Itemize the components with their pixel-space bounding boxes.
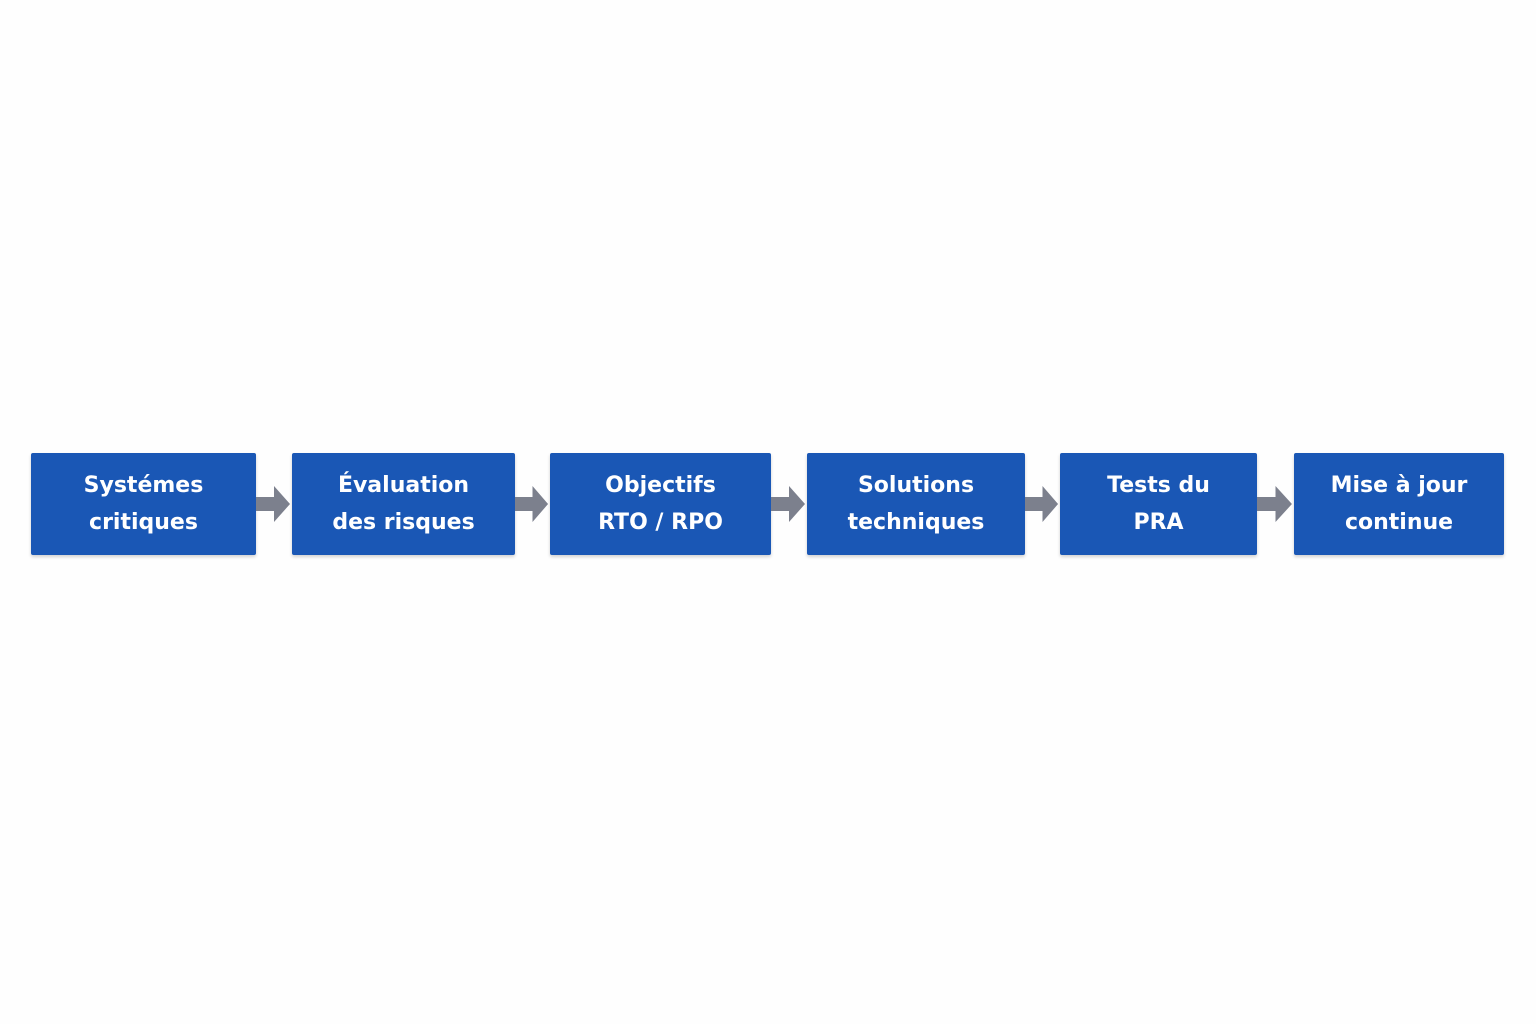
step-box-mise-a-jour-continue: Mise à jour continue	[1294, 453, 1504, 555]
step-label-line-1: Objectifs	[605, 473, 716, 498]
step-label: Évaluation des risques	[332, 467, 474, 541]
step-label-line-1: Systémes	[83, 473, 204, 498]
step-label-line-1: Évaluation	[337, 473, 470, 498]
step-label-line-1: Tests du	[1107, 473, 1210, 498]
step-label-line-2: des risques	[332, 510, 475, 535]
step-label-line-1: Solutions	[857, 473, 975, 498]
step-label: Systémes critiques	[84, 467, 204, 541]
step-box-tests-du-pra: Tests du PRA	[1060, 453, 1257, 555]
step-box-evaluation-des-risques: Évaluation des risques	[292, 453, 515, 555]
step-label: Objectifs RTO / RPO	[598, 467, 723, 541]
step-box-objectifs-rto-rpo: Objectifs RTO / RPO	[550, 453, 771, 555]
step-label-line-1: Mise à jour	[1330, 473, 1468, 498]
step-label: Solutions techniques	[848, 467, 985, 541]
step-label-line-2: continue	[1344, 510, 1454, 535]
step-label: Tests du PRA	[1107, 467, 1210, 541]
arrow-right-icon	[771, 485, 807, 523]
arrow-right-icon	[256, 485, 292, 523]
arrow-right-icon	[515, 485, 550, 523]
step-box-systemes-critiques: Systémes critiques	[31, 453, 256, 555]
step-label-line-2: RTO / RPO	[598, 510, 723, 535]
step-label-line-2: PRA	[1133, 510, 1184, 535]
step-label: Mise à jour continue	[1331, 467, 1468, 541]
arrow-right-icon	[1257, 485, 1294, 523]
arrow-right-icon	[1025, 485, 1060, 523]
step-label-line-2: techniques	[847, 510, 985, 535]
step-box-solutions-techniques: Solutions techniques	[807, 453, 1025, 555]
step-label-line-2: critiques	[89, 510, 198, 535]
